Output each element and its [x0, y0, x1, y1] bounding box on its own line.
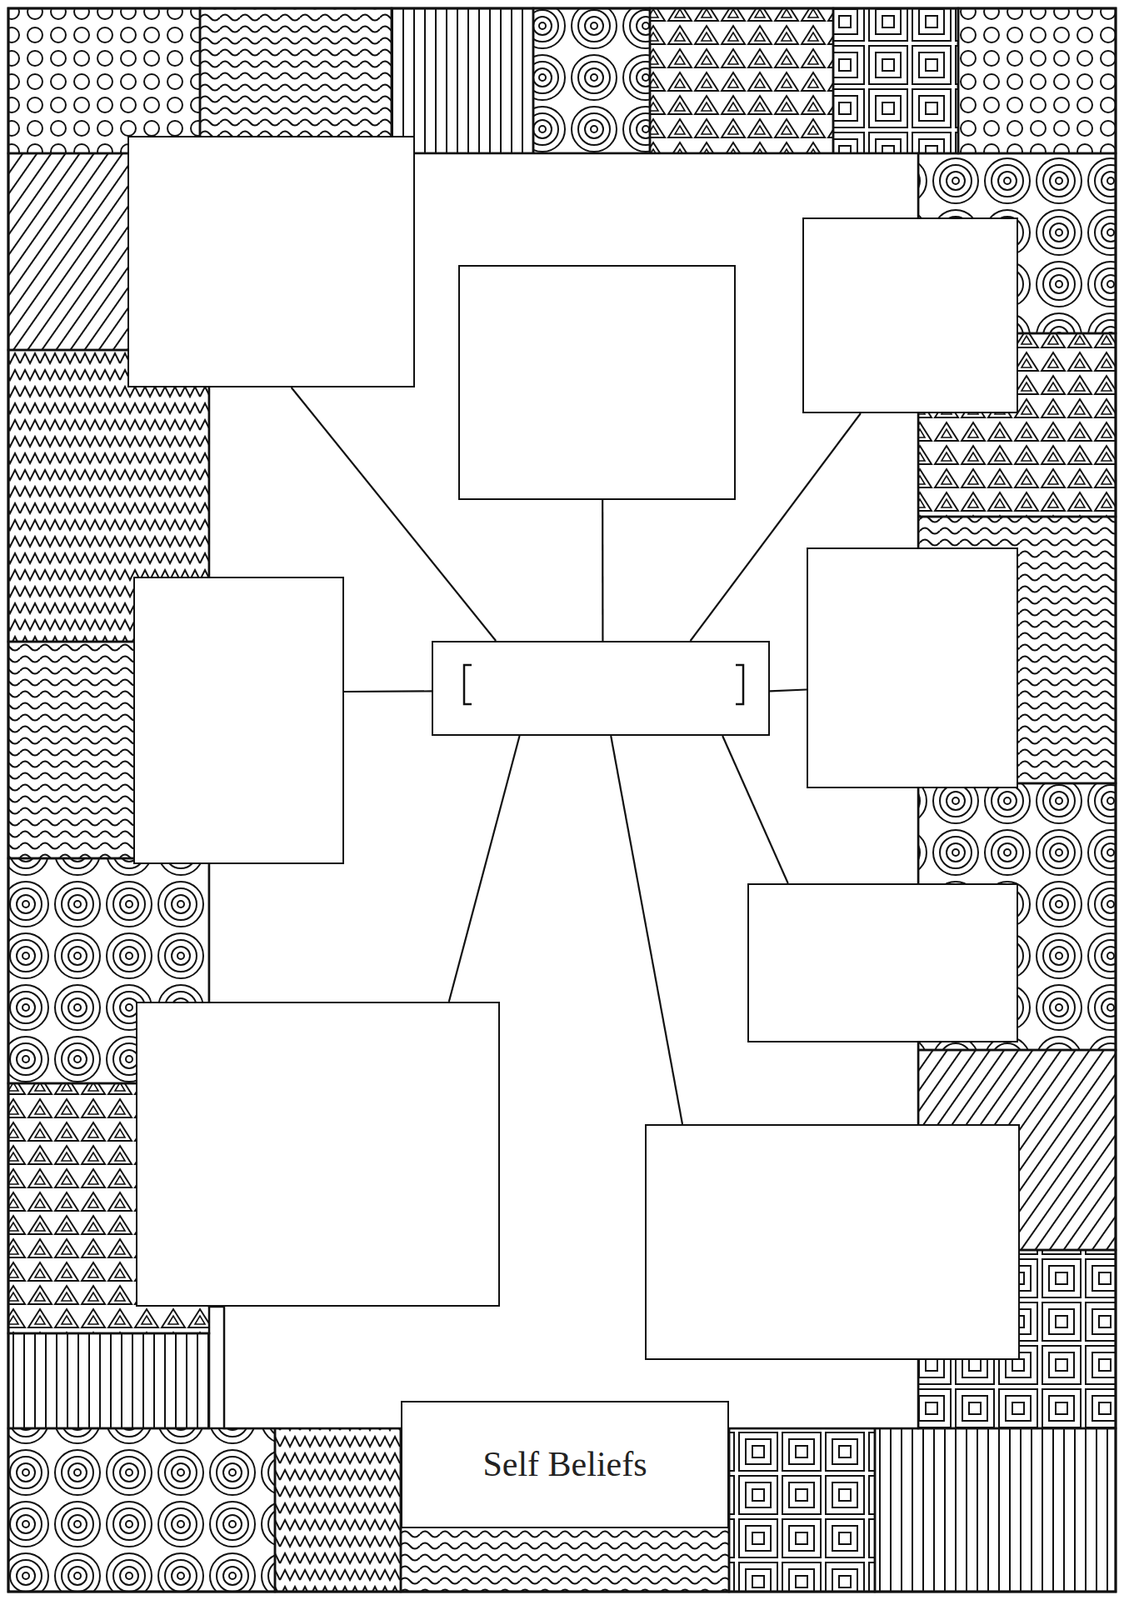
belief-box: [802, 217, 1019, 414]
connector-line: [722, 735, 789, 884]
belief-box: [127, 135, 415, 388]
belief-box: [644, 1124, 1020, 1360]
title-box: Self Beliefs: [400, 1400, 730, 1529]
connector-line: [769, 689, 807, 692]
connector-line: [449, 735, 520, 1002]
center-box: [431, 640, 770, 736]
belief-box: [458, 264, 736, 500]
connector-line: [601, 499, 604, 641]
belief-box: [135, 1001, 500, 1307]
connector-line: [344, 689, 432, 693]
node-label: Self Beliefs: [482, 1443, 647, 1485]
belief-box: [133, 576, 345, 865]
belief-box: [747, 883, 1019, 1043]
connector-line: [610, 735, 683, 1124]
belief-box: [806, 547, 1019, 789]
